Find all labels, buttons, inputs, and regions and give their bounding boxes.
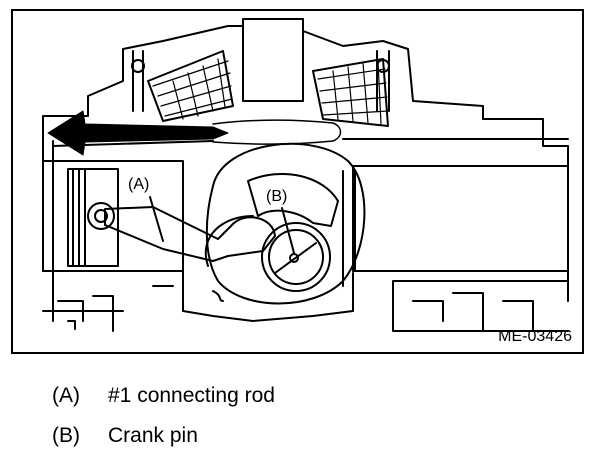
crank-pin-mark [274,242,317,274]
connecting-rod [104,206,276,262]
crank-pin [261,222,331,292]
legend-item-b: (B) Crank pin [52,424,198,448]
diagram-frame: (A) (B) ME-03426 [11,9,584,354]
hatching-left [152,58,233,120]
callout-b-label: (B) [266,188,288,205]
legend-text: #1 connecting rod [108,384,275,407]
legend-key: (B) [52,424,80,447]
hatching-right [317,60,389,125]
left-piston-outline [67,168,119,267]
crank-counterweight [247,173,339,227]
legend-item-a: (A) #1 connecting rod [52,384,275,408]
crank-pin-inner [268,229,324,285]
legend-key: (A) [52,384,80,407]
right-cylinder-bore [352,165,569,272]
callout-a-leader [149,196,164,242]
hatched-cam-area-left [147,50,234,122]
arrow-band [212,119,342,145]
left-piston-rings [72,168,86,267]
hatched-cam-area-right [312,58,389,127]
callout-a-label: (A) [128,176,150,193]
figure-code: ME-03426 [498,328,572,345]
right-bore-wall [342,170,356,287]
engine-cross-section-illustration [42,18,569,332]
callout-b-leader [281,207,295,254]
legend-text: Crank pin [108,424,198,447]
piston-pin [87,202,115,230]
head-posts [132,25,390,112]
piston-pin-inner [94,209,108,223]
direction-arrow [47,110,229,156]
connecting-rod-big-end [204,215,254,302]
crankcase-details [57,285,534,332]
